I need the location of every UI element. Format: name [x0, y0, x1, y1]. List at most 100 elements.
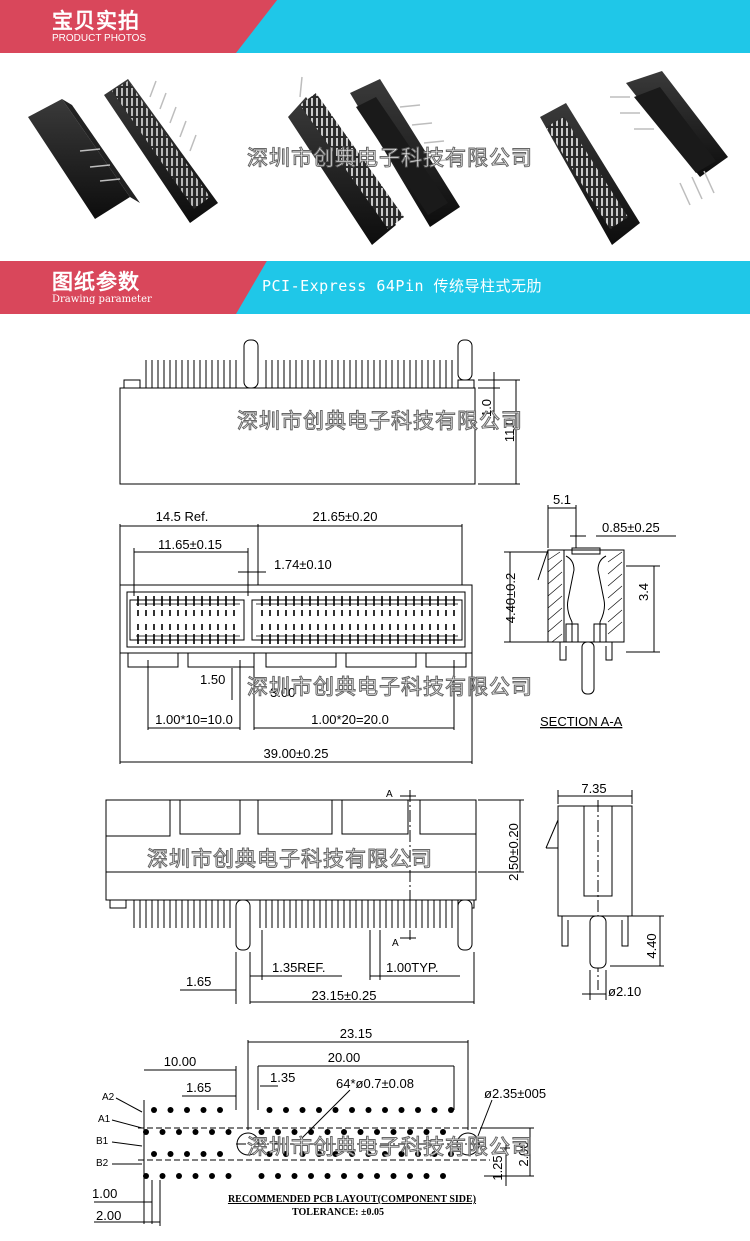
pcb-dim-23-15: 23.15	[340, 1026, 373, 1041]
pcb-hole	[415, 1107, 421, 1113]
pcb-dim-1-00: 1.00	[92, 1186, 117, 1201]
photos-banner: 宝贝实拍 PRODUCT PHOTOS	[0, 0, 750, 53]
pcb-hole	[349, 1107, 355, 1113]
section-label: SECTION A-A	[540, 714, 623, 729]
pcb-hole	[217, 1107, 223, 1113]
pcb-row-b2: B2	[96, 1158, 109, 1169]
pcb-hole	[225, 1129, 232, 1135]
dim-11-65: 11.65±0.15	[158, 537, 222, 552]
pcb-hole	[382, 1151, 388, 1157]
pcb-hole	[332, 1151, 339, 1157]
pcb-hole	[440, 1173, 446, 1179]
pcb-hole	[159, 1173, 166, 1179]
pcb-hole	[225, 1173, 232, 1179]
pcb-hole	[258, 1173, 265, 1179]
product-photos: 深圳市创典电子科技有限公司	[28, 71, 728, 245]
dim-1-35-ref: 1.35REF.	[272, 960, 325, 975]
pcb-hole	[167, 1151, 174, 1157]
pcb-hole	[407, 1129, 413, 1135]
pcb-hole	[308, 1173, 314, 1179]
dim-side-h1: 1.0	[479, 399, 494, 417]
pcb-hole	[440, 1129, 446, 1135]
pcb-hole	[283, 1151, 289, 1157]
pcb-hole	[275, 1173, 281, 1179]
pcb-hole	[349, 1151, 355, 1157]
side-view: 1.0 11.0 深圳市创典电子科技有限公司	[119, 339, 523, 485]
pcb-hole	[266, 1151, 273, 1157]
pcb-hole	[423, 1173, 430, 1179]
front-view: A A 2.50±0.20 1.65 1.35REF. 1.00TYP. 23.…	[105, 789, 524, 1004]
dim-1-65-front: 1.65	[186, 974, 211, 989]
dim-1x10: 1.00*10=10.0	[155, 712, 233, 727]
photos-subtitle: PRODUCT PHOTOS	[52, 33, 147, 44]
watermark-photos: 深圳市创典电子科技有限公司	[247, 146, 533, 170]
pcb-hole	[217, 1151, 223, 1157]
dim-side-h2: 11.0	[502, 418, 517, 442]
pcb-hole	[407, 1173, 413, 1179]
pcb-hole	[365, 1151, 372, 1157]
dim-5-1: 5.1	[553, 492, 571, 507]
pcb-row-a2: A2	[102, 1092, 115, 1103]
pcb-hole	[192, 1129, 199, 1135]
pcb-dim-2-00-right: 2.00	[516, 1141, 531, 1166]
pcb-hole	[176, 1129, 182, 1135]
pcb-hole	[159, 1129, 166, 1135]
pcb-hole	[398, 1151, 405, 1157]
watermark-pcb: 深圳市创典电子科技有限公司	[247, 1135, 533, 1159]
pcb-dim-10-00: 10.00	[164, 1054, 197, 1069]
photo-connector-pair-3	[540, 71, 728, 245]
pcb-hole	[423, 1129, 430, 1135]
watermark-side: 深圳市创典电子科技有限公司	[237, 409, 523, 433]
pcb-hole	[283, 1107, 289, 1113]
drawing-banner: 图纸参数 Drawing parameter PCI-Express 64Pin…	[0, 261, 750, 314]
pcb-hole	[448, 1151, 454, 1157]
pcb-hole	[299, 1107, 306, 1113]
pcb-hole	[332, 1107, 339, 1113]
pcb-hole	[448, 1107, 454, 1113]
pcb-layout: 23.15 10.00 20.00 1.65 1.35 64*ø0.7±0.08…	[92, 1026, 546, 1226]
photo-connector-pair-2	[288, 76, 460, 245]
dim-1-74: 1.74±0.10	[274, 557, 332, 572]
pcb-hole	[390, 1129, 397, 1135]
pcb-hole	[324, 1129, 331, 1135]
pcb-layout-title: RECOMMENDED PCB LAYOUT(COMPONENT SIDE)	[228, 1194, 476, 1205]
pcb-hole	[316, 1151, 322, 1157]
pcb-hole	[357, 1129, 364, 1135]
pcb-hole	[192, 1173, 199, 1179]
banner-red-block	[0, 261, 270, 314]
dim-1x20: 1.00*20=20.0	[311, 712, 389, 727]
dim-23-15-front: 23.15±0.25	[312, 988, 377, 1003]
pcb-hole	[291, 1129, 298, 1135]
watermark-top: 深圳市创典电子科技有限公司	[247, 675, 533, 699]
pcb-hole	[415, 1151, 421, 1157]
banner-cyan-block	[236, 261, 750, 314]
pcb-hole	[374, 1173, 380, 1179]
pcb-row-b1: B1	[96, 1136, 109, 1147]
top-view: 14.5 Ref. 21.65±0.20 11.65±0.15 1.74±0.1…	[119, 509, 533, 764]
photo-connector-pair-1	[28, 79, 218, 223]
drawing-subtitle: Drawing parameter	[52, 294, 152, 305]
pcb-dim-1-25: 1.25	[490, 1155, 505, 1180]
section-marker-bottom: A	[392, 938, 399, 949]
pcb-hole	[431, 1107, 438, 1113]
section-marker-top: A	[386, 789, 393, 800]
pcb-hole	[341, 1129, 347, 1135]
pcb-hole	[374, 1129, 380, 1135]
pcb-hole	[291, 1173, 298, 1179]
technical-drawing: 1.0 11.0 深圳市创典电子科技有限公司	[92, 339, 676, 1226]
pcb-hole	[266, 1107, 273, 1113]
pcb-hole	[299, 1151, 306, 1157]
pcb-hole	[390, 1173, 397, 1179]
pcb-hole	[184, 1107, 190, 1113]
banner-cyan-block	[236, 0, 750, 53]
pcb-dim-2-00: 2.00	[96, 1208, 121, 1223]
pcb-hole	[275, 1129, 281, 1135]
pcb-row-a1: A1	[98, 1114, 111, 1125]
pcb-hole	[341, 1173, 347, 1179]
pcb-dim-1-65: 1.65	[186, 1080, 211, 1095]
dim-39-00: 39.00±0.25	[264, 746, 329, 761]
pcb-hole	[398, 1107, 405, 1113]
pcb-hole	[200, 1151, 207, 1157]
pcb-hole	[357, 1173, 364, 1179]
dim-3-4: 3.4	[636, 583, 651, 601]
